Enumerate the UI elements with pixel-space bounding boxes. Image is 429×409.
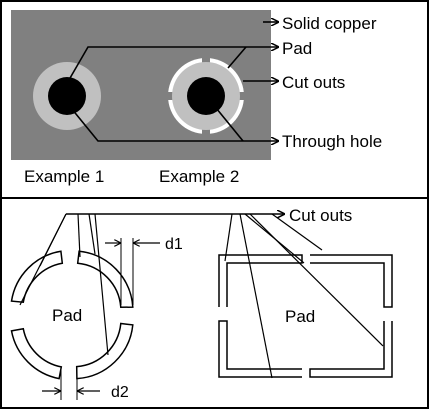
label-cut-outs-bottom: Cut outs (289, 206, 352, 225)
pad-leader-branch (227, 46, 247, 69)
spoke-bottom (202, 129, 210, 137)
through-hole-example-1 (48, 77, 86, 115)
label-through-hole: Through hole (282, 132, 382, 151)
label-cut-outs: Cut outs (282, 73, 345, 92)
through-hole-leader-line (66, 102, 278, 141)
label-solid-copper: Solid copper (282, 14, 377, 33)
label-pad-square: Pad (285, 307, 315, 326)
label-pad: Pad (282, 39, 312, 58)
label-pad-round: Pad (52, 306, 82, 325)
label-example-1: Example 1 (24, 167, 104, 186)
label-d2: d2 (111, 384, 129, 401)
spoke-left (165, 92, 173, 100)
spoke-top (202, 55, 210, 63)
through-hole-example-2 (187, 77, 225, 115)
label-d1: d1 (165, 236, 183, 253)
cutouts-leader-lines (19, 213, 384, 379)
square-thermal-outline (218, 254, 393, 378)
pad-leader-line (65, 47, 278, 86)
label-example-2: Example 2 (159, 167, 239, 186)
through-hole-leader-branch (211, 102, 244, 142)
spoke-right (239, 92, 247, 100)
